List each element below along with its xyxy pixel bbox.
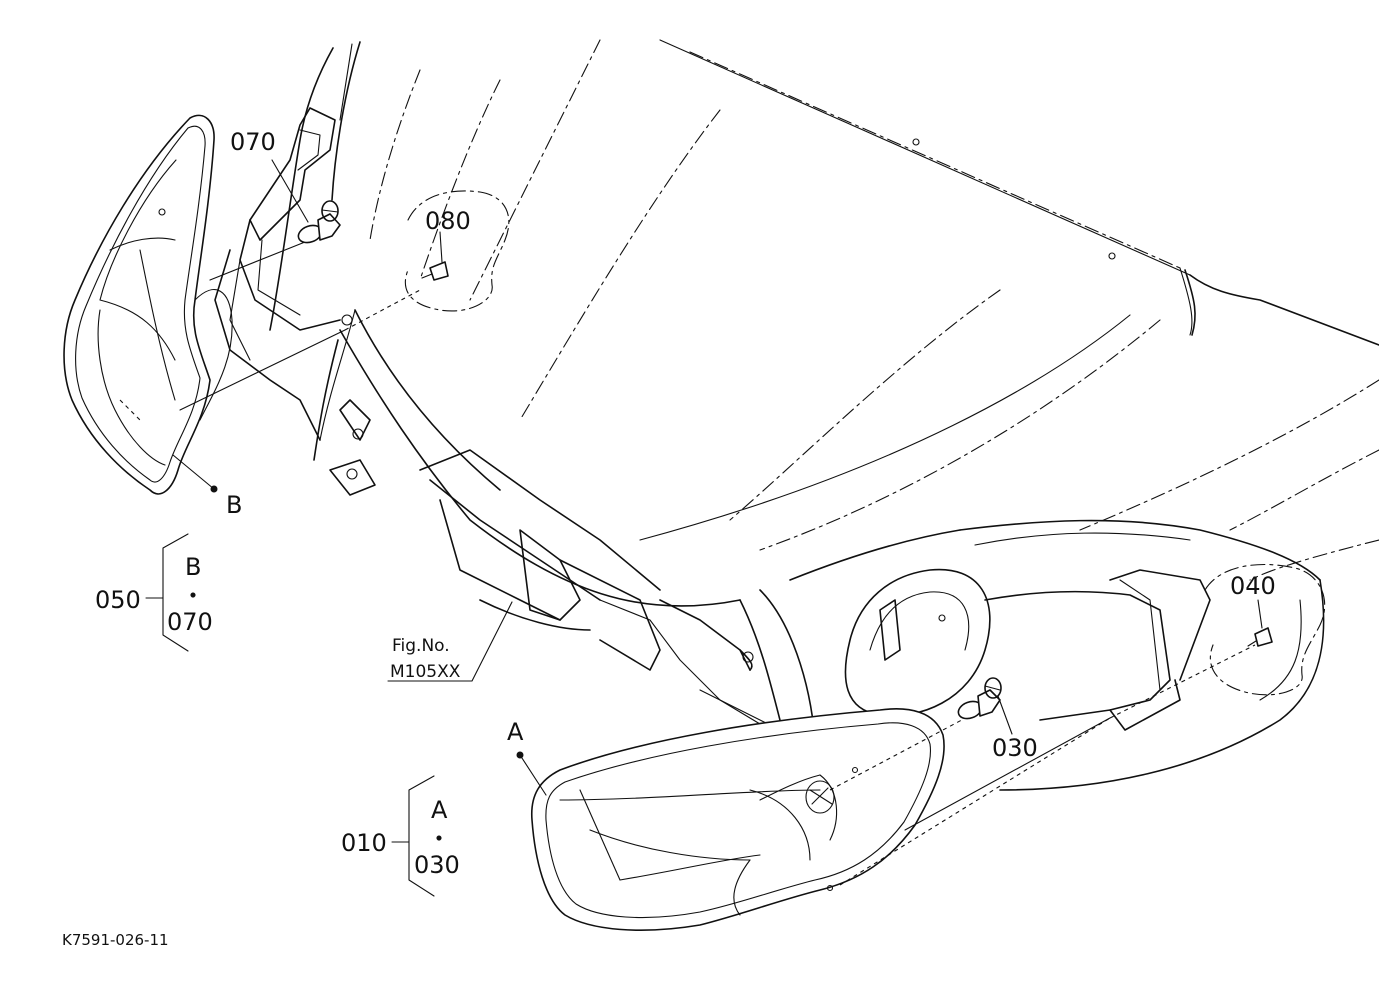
- group-010-bottom: 030: [414, 851, 460, 879]
- hood-outline: [214, 39, 1379, 791]
- bolt-040: [1204, 563, 1326, 696]
- mark-a: A: [507, 718, 524, 746]
- group-010-mid: ・: [427, 825, 451, 853]
- drawing-code: K7591-026-11: [62, 931, 169, 949]
- headlight-left: [63, 114, 421, 495]
- fig-no-value: M105XX: [390, 662, 461, 682]
- bulb-070: [271, 159, 341, 244]
- label-030: 030: [992, 734, 1038, 762]
- group-050-top: B: [185, 553, 201, 581]
- group-050-bottom: 070: [167, 608, 213, 636]
- group-010-number: 010: [341, 829, 387, 857]
- group-050-mid: ・: [181, 582, 205, 610]
- bracket-050: [145, 533, 189, 652]
- fig-leader: [387, 601, 513, 682]
- bulb-030: [957, 677, 1013, 735]
- fig-no-label: Fig.No.: [392, 636, 450, 656]
- headlight-right: [516, 644, 1256, 931]
- bracket-010: [391, 775, 435, 897]
- label-080: 080: [425, 207, 471, 235]
- group-050-number: 050: [95, 586, 141, 614]
- mark-b: B: [226, 491, 242, 519]
- group-010-top: A: [431, 796, 448, 824]
- bolt-080: [404, 190, 510, 312]
- label-070: 070: [230, 128, 276, 156]
- label-040: 040: [1230, 572, 1276, 600]
